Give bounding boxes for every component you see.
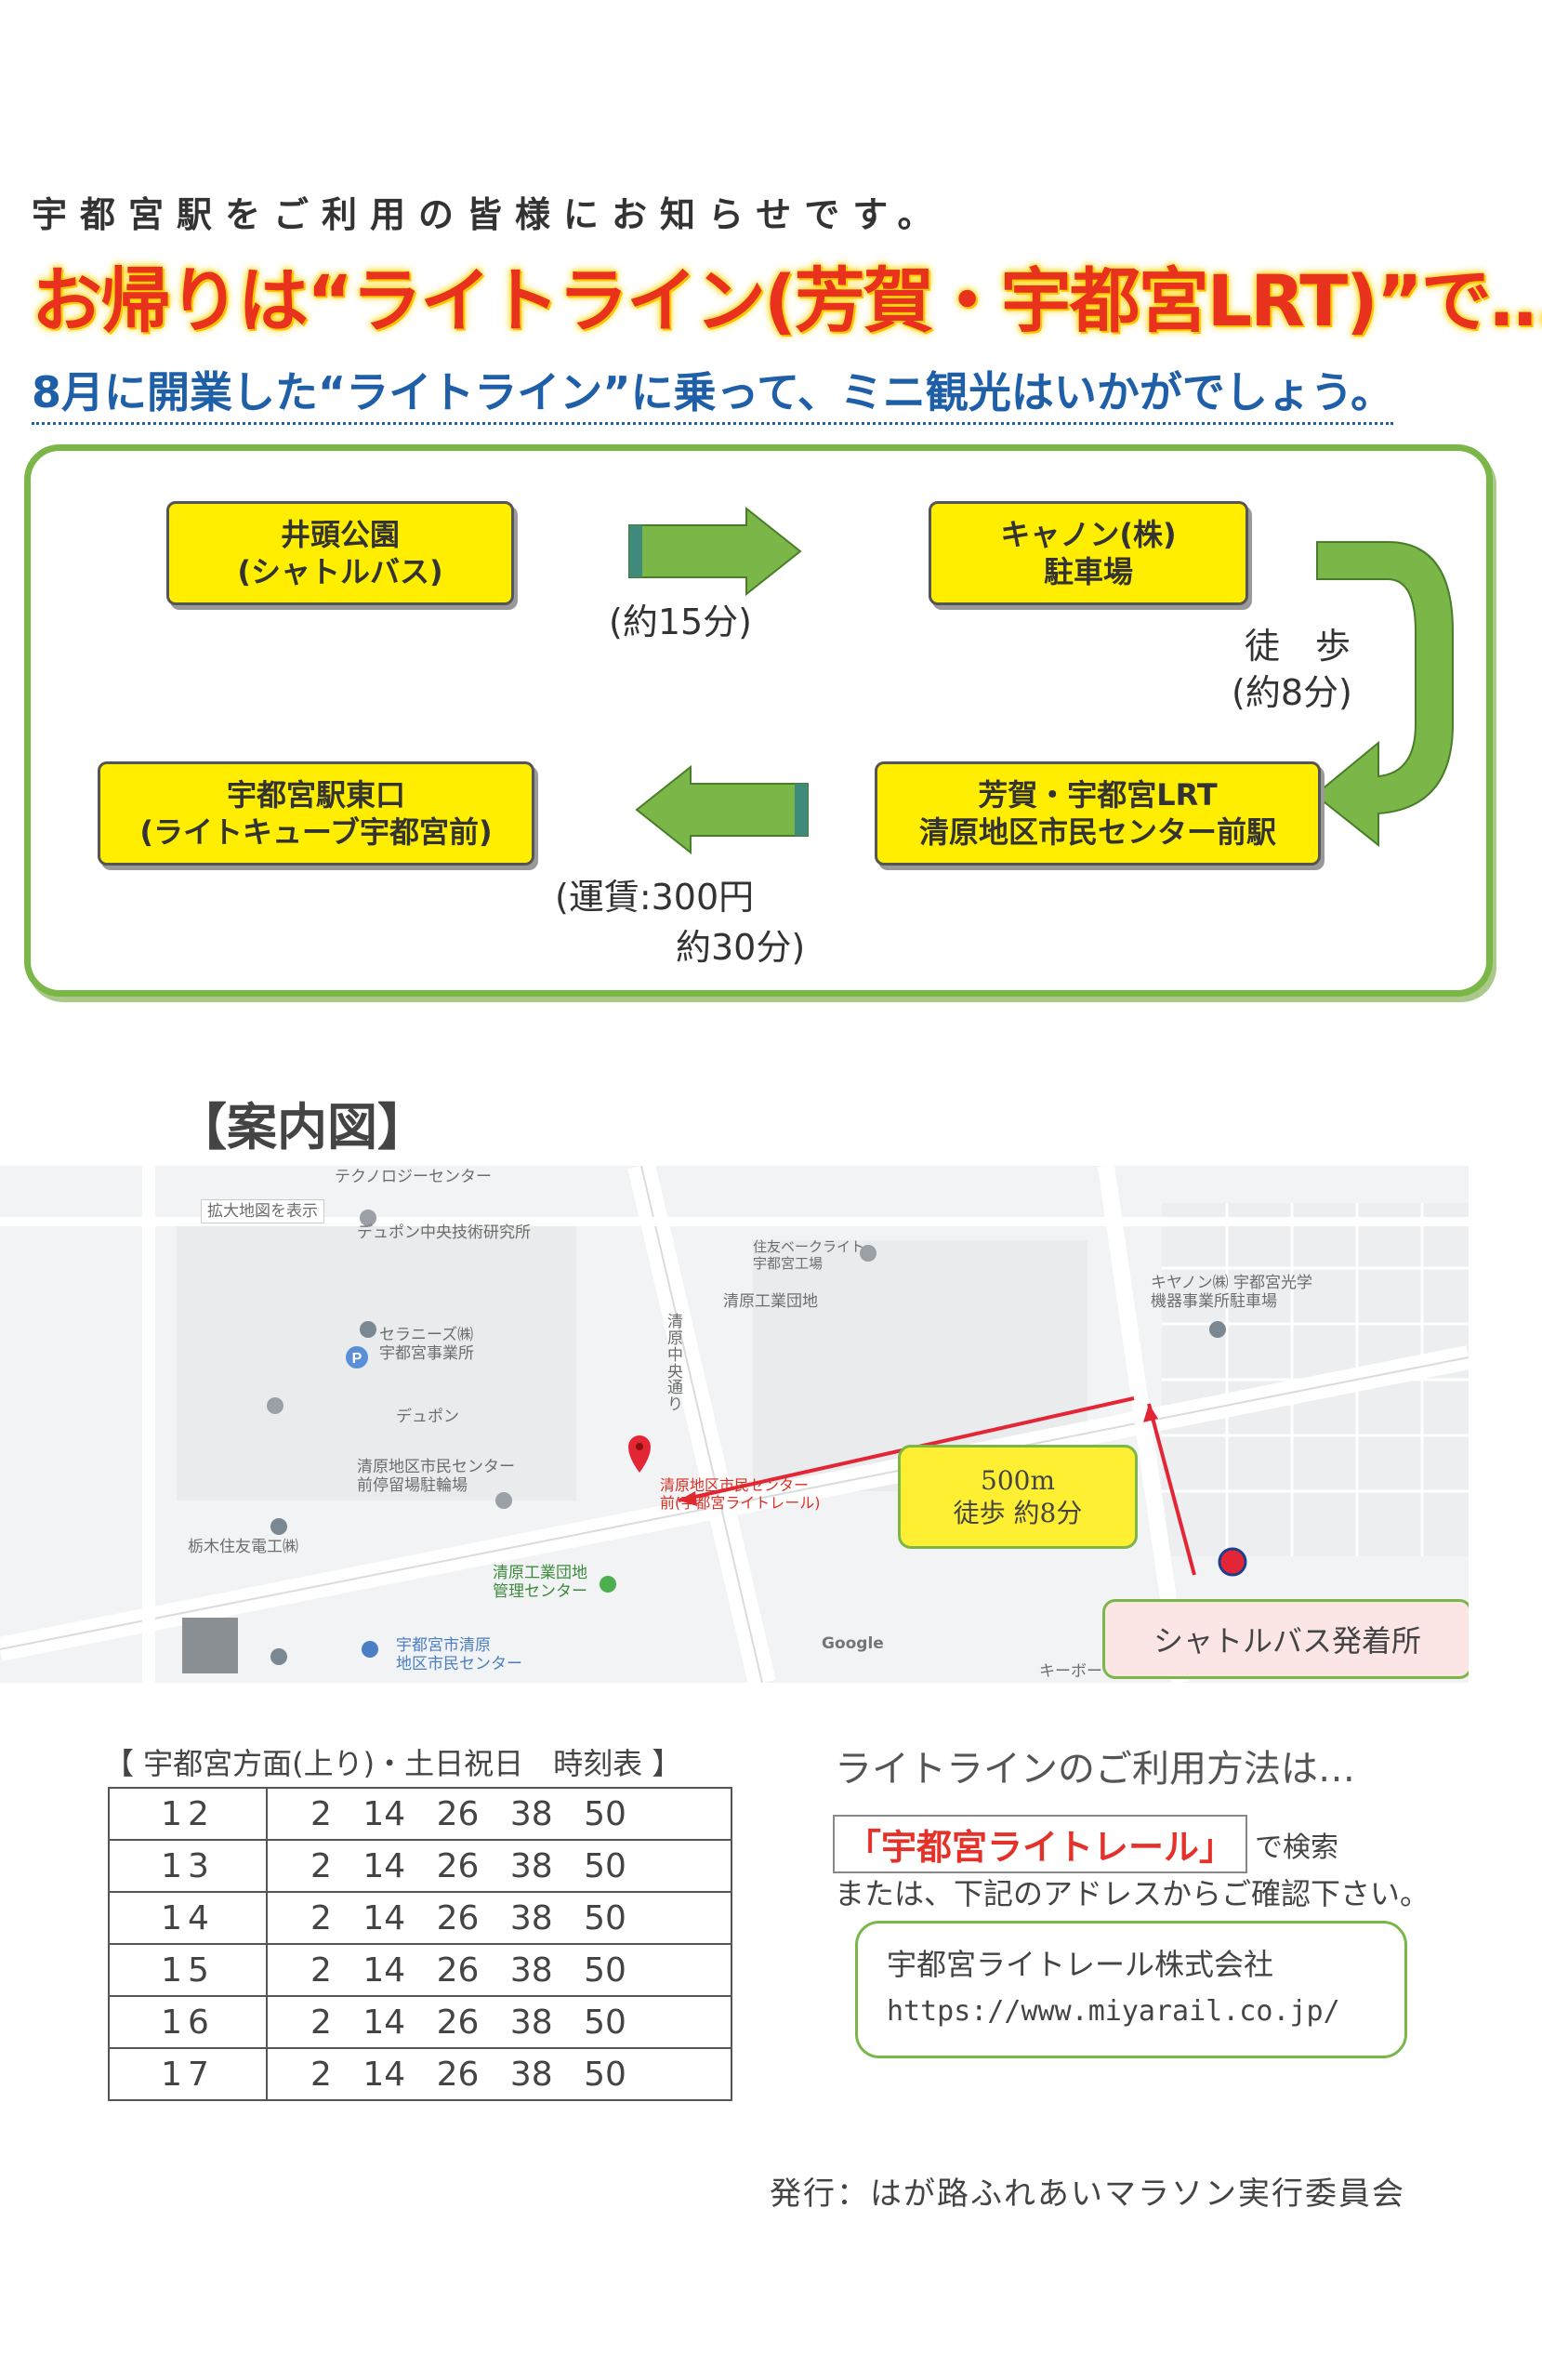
distance-box: 500m 徒歩 約8分 xyxy=(898,1445,1138,1549)
route-diagram: 井頭公園 (シャトルバス) (約15分) キャノン(株) 駐車場 徒 歩 (約8… xyxy=(24,444,1493,997)
map-label-sumitomo-bakelite: 住友ベークライト 宇都宮工場 xyxy=(753,1238,865,1272)
map-label-bike-parking: 清原地区市民センター 前停留場駐輪場 xyxy=(357,1458,515,1496)
map-label-civic-center: 宇都宮市清原 地区市民センター xyxy=(396,1636,522,1674)
hour-cell: 16 xyxy=(108,1995,268,2049)
guide-map: P 拡大地図を表示 テクノロジーセンター デュポン中央技術研究所 住友ベークライ… xyxy=(0,1166,1469,1683)
company-info-box xyxy=(855,1921,1407,2058)
map-zoom-link[interactable]: 拡大地図を表示 xyxy=(201,1199,324,1224)
station-name: キャノン(株) xyxy=(1000,517,1177,552)
station-name: 宇都宮駅東口 xyxy=(226,777,405,813)
map-roads: P xyxy=(0,1166,1469,1683)
station-note: 清原地区市民センター前駅 xyxy=(918,814,1276,850)
minutes-cell: 2 14 26 38 50 xyxy=(266,2047,732,2101)
map-label-keyboard: キーボー xyxy=(1039,1662,1102,1681)
station-name: 芳賀・宇都宮LRT xyxy=(978,777,1218,813)
minutes-cell: 2 14 26 38 50 xyxy=(266,1891,732,1945)
map-label-lrt-stop: 清原地区市民センター 前(宇都宮ライトレール) xyxy=(660,1476,821,1513)
hour-cell: 14 xyxy=(108,1891,268,1945)
map-label-industrial-park: 清原工業団地 xyxy=(723,1292,818,1311)
curved-down-arrow-icon xyxy=(1313,541,1454,848)
map-label-canon-lot: キヤノン㈱ 宇都宮光学 機器事業所駐車場 xyxy=(1151,1274,1313,1312)
minutes-cell: 2 14 26 38 50 xyxy=(266,1995,732,2049)
station-utsunomiya-east: 宇都宮駅東口 (ライトキューブ宇都宮前) xyxy=(98,761,534,866)
leg2-mode: 徒 歩 xyxy=(1245,626,1351,667)
map-label-management-center: 清原工業団地 管理センター xyxy=(493,1564,587,1602)
minutes-cell: 2 14 26 38 50 xyxy=(266,1787,732,1841)
map-section-title: 【案内図】 xyxy=(177,1098,428,1157)
hour-cell: 12 xyxy=(108,1787,268,1841)
hour-cell: 17 xyxy=(108,2047,268,2101)
station-note: (シャトルバス) xyxy=(237,554,443,589)
headline: お帰りは“ライトライン(芳賀・宇都宮LRT)”で… xyxy=(32,259,1542,342)
leg3-fare: (運賃:300円 xyxy=(555,877,755,918)
map-label-tochigi-sumitomo: 栃木住友電工㈱ xyxy=(188,1538,298,1556)
map-label-road: 清原中央通り xyxy=(667,1313,683,1415)
left-arrow-icon xyxy=(635,765,809,854)
publisher: 発行：はが路ふれあいマラソン実行委員会 xyxy=(770,2175,1405,2213)
station-name: 井頭公園 xyxy=(280,517,400,552)
address-note: または、下記のアドレスからご確認下さい。 xyxy=(835,1876,1430,1911)
map-label-ceranese: セラニーズ㈱ 宇都宮事業所 xyxy=(379,1326,474,1364)
station-canon-parking: キャノン(株) 駐車場 xyxy=(929,501,1248,605)
right-arrow-icon xyxy=(628,507,802,596)
intro-text: 宇都宮駅をご利用の皆様にお知らせです。 xyxy=(32,194,946,235)
leg1-time: (約15分) xyxy=(609,602,753,642)
hour-cell: 13 xyxy=(108,1839,268,1893)
shuttle-stop-label: シャトルバス発着所 xyxy=(1102,1599,1469,1679)
subheadline: 8月に開業した“ライトライン”に乗って、ミニ観光はいかがでしょう。 xyxy=(32,359,1394,425)
svg-text:P: P xyxy=(352,1351,362,1367)
search-suffix: で検索 xyxy=(1255,1831,1338,1864)
map-label-technology-center: テクノロジーセンター xyxy=(335,1168,492,1186)
station-note: (ライトキューブ宇都宮前) xyxy=(139,814,493,850)
walk-time: 徒歩 約8分 xyxy=(953,1498,1083,1528)
company-name: 宇都宮ライトレール株式会社 xyxy=(887,1947,1274,1982)
minutes-cell: 2 14 26 38 50 xyxy=(266,1943,732,1997)
station-lrt-kiyohara: 芳賀・宇都宮LRT 清原地区市民センター前駅 xyxy=(875,761,1321,866)
map-label-dupont-lab: デュポン中央技術研究所 xyxy=(357,1223,531,1242)
search-term: 「宇都宮ライトレール」 xyxy=(833,1815,1248,1873)
leg2-time: (約8分) xyxy=(1232,672,1352,713)
station-note: 駐車場 xyxy=(1043,554,1133,589)
minutes-cell: 2 14 26 38 50 xyxy=(266,1839,732,1893)
company-url[interactable]: https://www.miyarail.co.jp/ xyxy=(887,1995,1340,2028)
hour-cell: 15 xyxy=(108,1943,268,1997)
usage-title: ライトラインのご利用方法は… xyxy=(835,1748,1355,1791)
station-igashira-park: 井頭公園 (シャトルバス) xyxy=(166,501,514,605)
google-logo: Google xyxy=(822,1634,884,1653)
map-label-dupont: デュポン xyxy=(396,1408,459,1426)
timetable-title: 【 宇都宮方面(上り)・土日祝日 時刻表 】 xyxy=(104,1746,682,1781)
leg3-time: 約30分) xyxy=(676,927,806,968)
distance-value: 500m xyxy=(981,1465,1055,1496)
